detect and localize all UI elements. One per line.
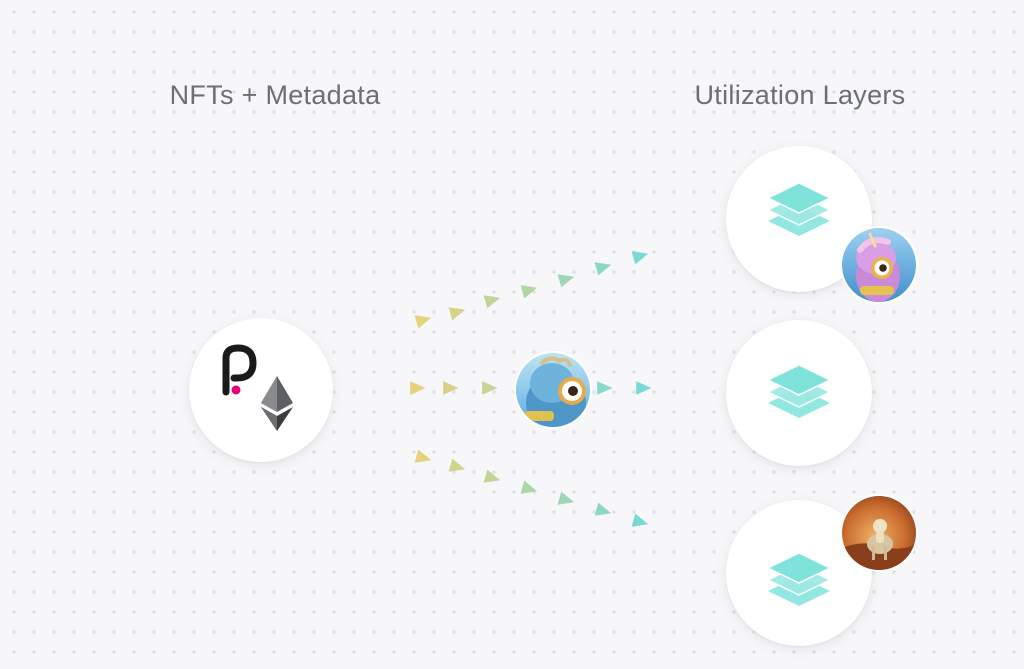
- flow-arrow-middle: [597, 381, 613, 395]
- nft-bottom-avatar: [840, 494, 918, 572]
- flow-arrow-lower: [520, 480, 538, 494]
- flow-arrow-upper: [631, 251, 649, 265]
- flow-arrow-upper: [520, 285, 538, 299]
- purple-unicorn-nft-icon: [842, 228, 916, 302]
- chain-logos-circle: [189, 318, 333, 462]
- flow-arrow-middle: [636, 381, 652, 395]
- flow-arrow-lower: [483, 469, 501, 483]
- flow-arrow-lower: [448, 458, 466, 472]
- utilization-layer-2: [726, 320, 872, 466]
- layers-stack-icon: [766, 552, 832, 606]
- nfts-metadata-heading: NFTs + Metadata: [169, 80, 381, 110]
- flow-arrow-upper: [483, 295, 501, 309]
- nft-top-avatar: [840, 226, 918, 304]
- utilization-layer-3: [726, 500, 872, 646]
- flow-arrow-lower: [414, 449, 432, 463]
- nft-transit-avatar: [514, 351, 592, 429]
- flow-arrow-upper: [557, 274, 575, 288]
- ethereum-icon: [261, 376, 293, 431]
- flow-arrow-upper: [594, 262, 612, 276]
- chain-logos-graphic: [222, 344, 293, 431]
- layers-stack-icon: [766, 364, 832, 418]
- flow-arrow-lower: [594, 502, 612, 516]
- desert-rider-nft-icon: [842, 496, 916, 570]
- flow-arrow-middle: [410, 381, 426, 395]
- flow-arrow-lower: [631, 513, 649, 527]
- flow-arrow-middle: [482, 381, 498, 395]
- flow-arrow-lower: [557, 491, 575, 505]
- polkadot-icon: [222, 344, 257, 396]
- blue-creature-nft-icon: [516, 353, 590, 427]
- utilization-layers-heading: Utilization Layers: [694, 80, 906, 110]
- layers-stack-icon: [766, 182, 832, 236]
- flow-arrow-middle: [443, 381, 459, 395]
- flow-arrow-upper: [414, 315, 432, 329]
- flow-arrow-upper: [448, 307, 466, 321]
